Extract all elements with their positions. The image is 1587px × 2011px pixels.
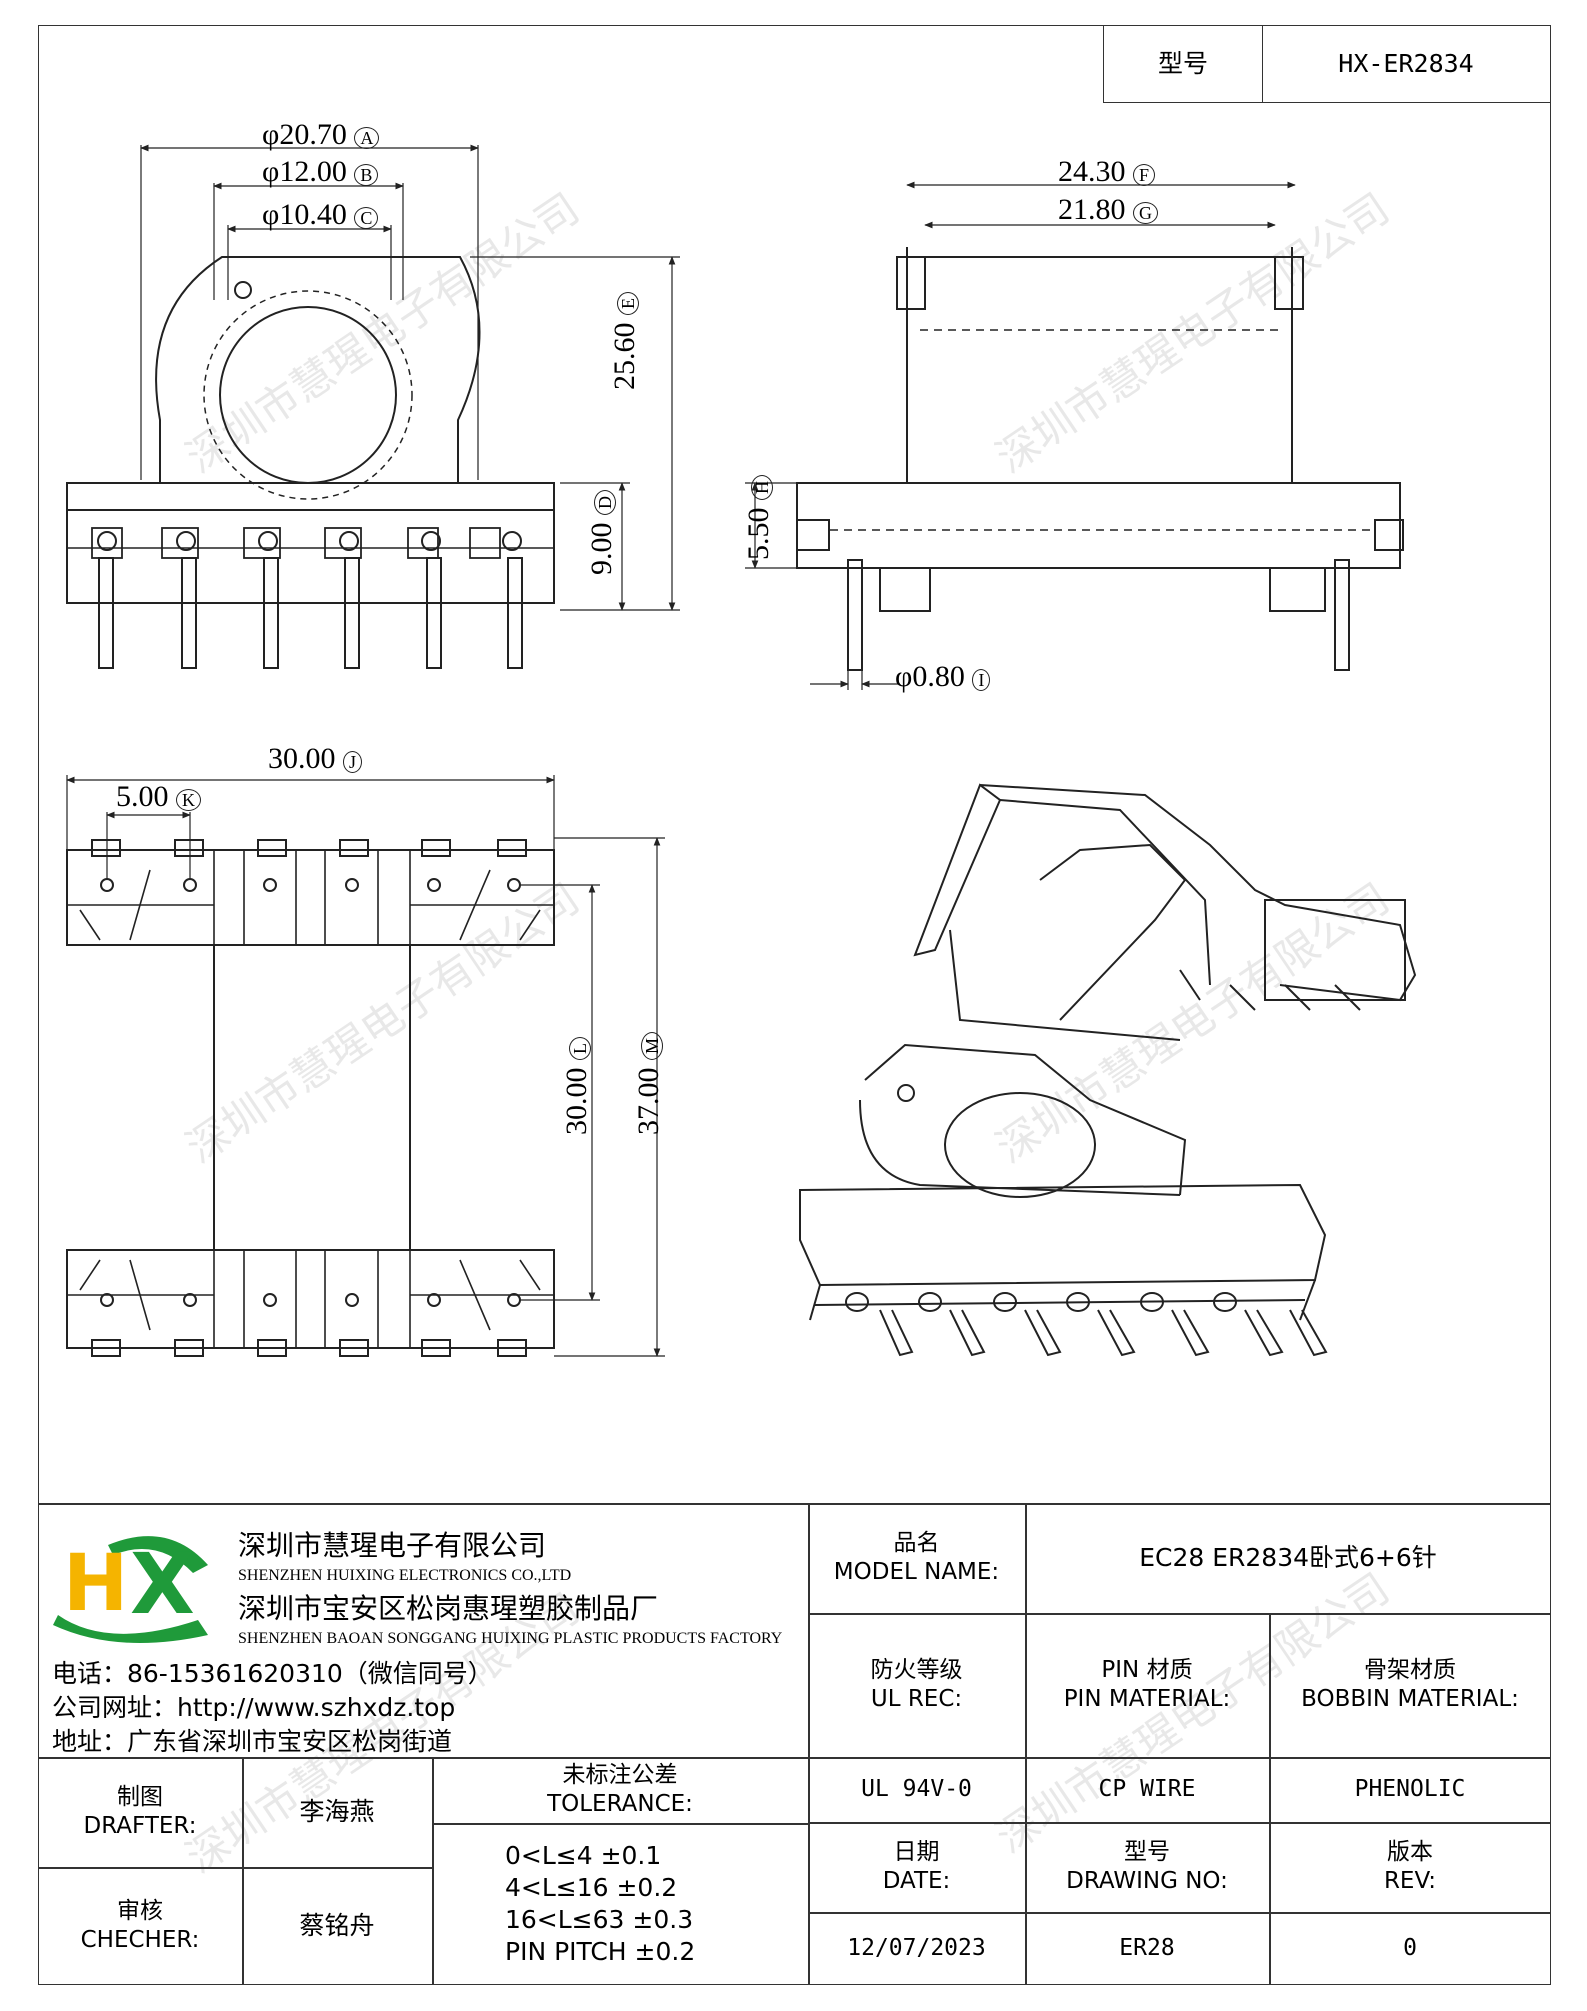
company-name-cn: 深圳市慧瑆电子有限公司 [238,1529,547,1562]
type-label: 型号 [1103,25,1263,103]
checker-value: 蔡铭舟 [299,1911,375,1941]
dim-a-label: φ20.70 A [262,118,380,152]
company-phone: 电话：86-15361620310（微信同号） [52,1659,493,1688]
pin-material-value: CP WIRE [1098,1776,1196,1803]
logo-letters: H [63,1539,128,1629]
model-name-value: EC28 ER2834卧式6+6针 [1139,1543,1437,1573]
tolerance-table: 0<L≤4 ±0.1 4<L≤16 ±0.2 16<L≤63 ±0.3 PIN … [505,1840,695,1968]
dim-e-label: 25.60 E [608,292,642,390]
tolerance-line: PIN PITCH ±0.2 [505,1937,696,1966]
date-value: 12/07/2023 [847,1935,986,1962]
dim-f-label: 24.30 F [1058,155,1156,189]
tolerance-line: 16<L≤63 ±0.3 [505,1905,694,1934]
svg-text:X: X [130,1535,195,1633]
rev-value: 0 [1403,1935,1417,1962]
dim-i-label: φ0.80 I [895,660,991,694]
bobbin-material-value: PHENOLIC [1354,1776,1466,1803]
front-flange [66,482,555,511]
dim-d-label: 9.00 D [585,490,619,575]
dim-c-label: φ10.40 C [262,198,379,232]
drawing-no-value: ER28 [1119,1935,1175,1962]
dim-b-label: φ12.00 B [262,155,379,189]
drafter-value: 李海燕 [299,1797,375,1827]
dim-j-label: 30.00 J [268,742,363,776]
ul-rec-value: UL 94V-0 [861,1776,972,1803]
tolerance-line: 4<L≤16 ±0.2 [505,1873,678,1902]
company-logo: H X [53,1535,208,1643]
technical-drawing [66,144,1417,1357]
isometric-view [799,783,1417,1357]
tolerance-line: 0<L≤4 ±0.1 [505,1841,662,1870]
dim-l-label: 30.00 L [560,1037,594,1135]
dim-k-label: 5.00 K [116,780,201,814]
dim-h-label: 5.50 H [742,475,776,560]
company-address: 地址：广东省深圳市宝安区松岗街道 [52,1727,453,1756]
front-view [66,144,680,669]
type-value: HX-ER2834 [1262,25,1551,103]
iso-bore [944,1092,1096,1198]
company-name-en: SHENZHEN HUIXING ELECTRONICS CO.,LTD [238,1567,572,1584]
side-base [796,482,1401,569]
side-view [745,181,1404,690]
factory-name-en: SHENZHEN BAOAN SONGGANG HUIXING PLASTIC … [238,1630,783,1647]
factory-name-cn: 深圳市宝安区松岗惠瑆塑胶制品厂 [238,1592,659,1625]
bottom-view [66,775,665,1357]
dim-g-label: 21.80 G [1058,193,1158,227]
company-website: 公司网址：http://www.szhxdz.top [52,1693,456,1722]
drawing-frame [38,25,1551,1985]
bobbin-bore [219,306,397,484]
dim-m-label: 37.00 M [632,1031,666,1135]
